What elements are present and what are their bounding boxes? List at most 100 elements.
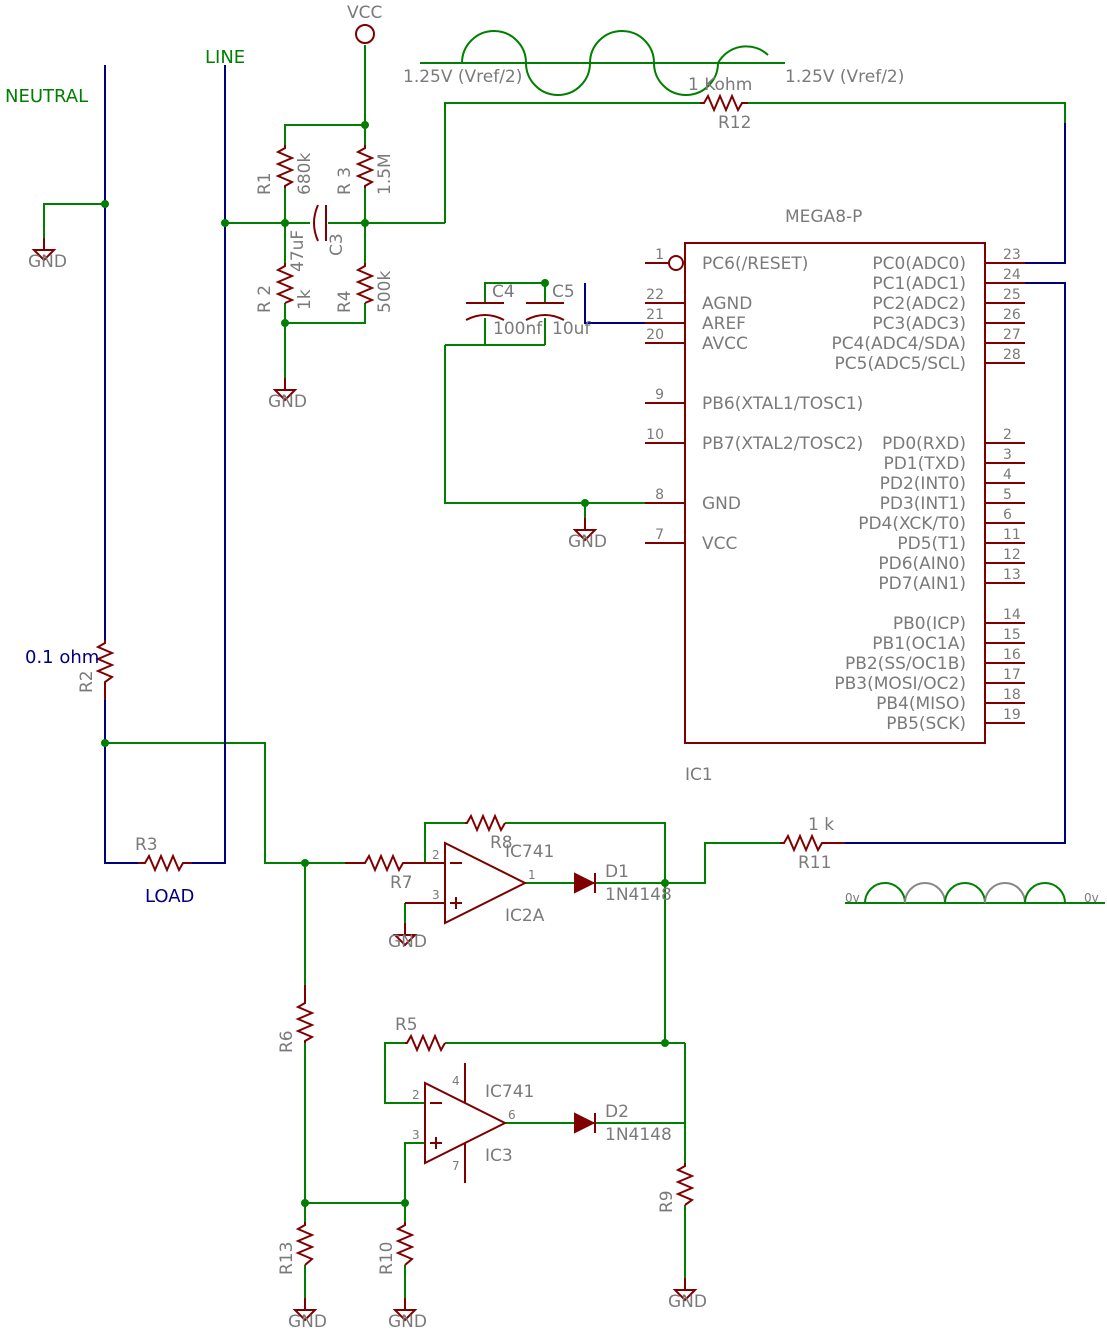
mcu-pin-label-22: AGND (702, 294, 752, 314)
r1-value: 680k (295, 153, 315, 195)
mcu-pin-num-26: 26 (1003, 307, 1021, 323)
ic2a-name: IC2A (505, 906, 545, 926)
mcu-pin-label-3: PD1(TXD) (883, 454, 966, 474)
ic3-pin-vminus: 7 (452, 1159, 460, 1173)
mcu-pin-num-4: 4 (1003, 467, 1012, 483)
zero-v-label-right: 0v (1084, 891, 1099, 905)
mcu-pin-label-28: PC5(ADC5/SCL) (835, 354, 966, 374)
resistor-r12 (700, 93, 748, 113)
gnd-label-r10: GND (388, 1312, 427, 1332)
resistor-r4 (355, 263, 375, 304)
gnd-label-r13: GND (288, 1312, 327, 1332)
resistor-r9 (675, 1163, 695, 1206)
mcu-pin-label-15: PB1(OC1A) (872, 634, 966, 654)
mcu-pin-num-27: 27 (1003, 327, 1021, 343)
reset-bubble (668, 255, 684, 271)
mcu-pin-num-13: 13 (1003, 567, 1021, 583)
gnd-label-mcu: GND (568, 532, 607, 552)
mcu-pin-num-11: 11 (1003, 527, 1021, 543)
mcu-pin-label-25: PC2(ADC2) (872, 294, 966, 314)
mcu-pin-num-14: 14 (1003, 607, 1021, 623)
mcu-pin-label-13: PD7(AIN1) (878, 574, 966, 594)
mcu-pin-num-1: 1 (655, 247, 664, 263)
mcu-pin-label-16: PB2(SS/OC1B) (845, 654, 966, 674)
mcu-pin-num-28: 28 (1003, 347, 1021, 363)
vcc-terminal (355, 24, 375, 44)
blue-wires (104, 65, 1066, 864)
mcu-pin-num-6: 6 (1003, 507, 1012, 523)
mcu-pin-num-20: 20 (646, 327, 664, 343)
capacitor-c3 (313, 204, 327, 242)
r11-value: 1 k (808, 815, 834, 835)
diode-d2 (574, 1112, 596, 1134)
mcu-pin-num-10: 10 (646, 427, 664, 443)
resistor-r8 (465, 813, 506, 833)
gnd-label-neutral: GND (28, 252, 67, 272)
mcu-pin-num-16: 16 (1003, 647, 1021, 663)
opamp-ic3 (424, 1063, 508, 1183)
mcu-pin-num-9: 9 (655, 387, 664, 403)
ic2a-pin-inv: 2 (432, 848, 440, 862)
c4-value: 100nf (493, 319, 543, 339)
zero-v-label-left: 0v (845, 891, 860, 905)
d1-name: D1 (605, 862, 629, 882)
resistor-r5 (405, 1033, 446, 1053)
mcu-pin-label-26: PC3(ADC3) (872, 314, 966, 334)
mcu-pin-label-12: PD6(AIN0) (878, 554, 966, 574)
r11-name: R11 (798, 853, 831, 873)
mcu-pin-num-15: 15 (1003, 627, 1021, 643)
load-label: LOAD (145, 886, 194, 907)
r8-name: R8 (490, 833, 513, 853)
resistor-r6 (295, 985, 315, 1043)
mcu-pin-label-8: GND (702, 494, 741, 514)
mcu-pin-label-7: VCC (702, 534, 737, 554)
mcu-pin-num-17: 17 (1003, 667, 1021, 683)
mcu-pin-num-22: 22 (646, 287, 664, 303)
r13-name: R13 (277, 1242, 297, 1275)
vcc-label: VCC (347, 3, 382, 23)
resistor-r3-load (138, 853, 192, 873)
d2-name: D2 (605, 1102, 629, 1122)
capacitor-c5 (525, 302, 565, 321)
mcu-pin-label-9: PB6(XTAL1/TOSC1) (702, 394, 863, 414)
r10-name: R10 (377, 1242, 397, 1275)
c3-name: C3 (327, 233, 347, 256)
c5-value: 10uf (552, 319, 591, 339)
mcu-pin-label-4: PD2(INT0) (880, 474, 966, 494)
ic3-name: IC3 (485, 1146, 513, 1166)
r12-value: 1 Kohm (688, 75, 752, 95)
r2-shunt-name: R2 (77, 670, 97, 693)
mcu-part-label: MEGA8-P (785, 207, 862, 227)
mcu-pin-label-19: PB5(SCK) (886, 714, 966, 734)
d1-value: 1N4148 (605, 885, 672, 905)
mcu-pin-num-8: 8 (655, 487, 664, 503)
r3-load-name: R3 (135, 835, 158, 855)
gnd-label-divider: GND (268, 392, 307, 412)
ic2a-pin-out: 1 (528, 868, 536, 882)
opamp-ic2a (405, 841, 528, 925)
line-label: LINE (205, 47, 245, 68)
ic3-pin-vplus: 4 (452, 1074, 460, 1088)
ic3-pin-out: 6 (508, 1108, 516, 1122)
mcu-pin-label-18: PB4(MISO) (876, 694, 966, 714)
mcu-pin-num-21: 21 (646, 307, 664, 323)
c3-value: 47uF (288, 230, 308, 272)
gnd-label-r9: GND (668, 1292, 707, 1312)
mcu-pin-num-25: 25 (1003, 287, 1021, 303)
mcu-pin-label-23: PC0(ADC0) (872, 254, 966, 274)
resistor-r3a (355, 145, 375, 188)
mcu-pin-label-24: PC1(ADC1) (872, 274, 966, 294)
mcu-pin-num-24: 24 (1003, 267, 1021, 283)
mcu-body (684, 242, 986, 744)
resistor-shunt-r2 (95, 640, 115, 700)
vref-sine-wave (420, 30, 785, 96)
r3a-value: 1.5M (375, 153, 395, 195)
r2-shunt-value: 0.1 ohm (25, 647, 99, 668)
mcu-pin-label-1: PC6(/RESET) (702, 254, 808, 274)
diode-d1 (574, 872, 596, 894)
mcu-pin-label-10: PB7(XTAL2/TOSC2) (702, 434, 863, 454)
r9-name: R9 (657, 1190, 677, 1213)
ic3-value: IC741 (485, 1082, 534, 1102)
mcu-pin-label-11: PD5(T1) (897, 534, 966, 554)
ic2a-value: IC741 (505, 842, 554, 862)
